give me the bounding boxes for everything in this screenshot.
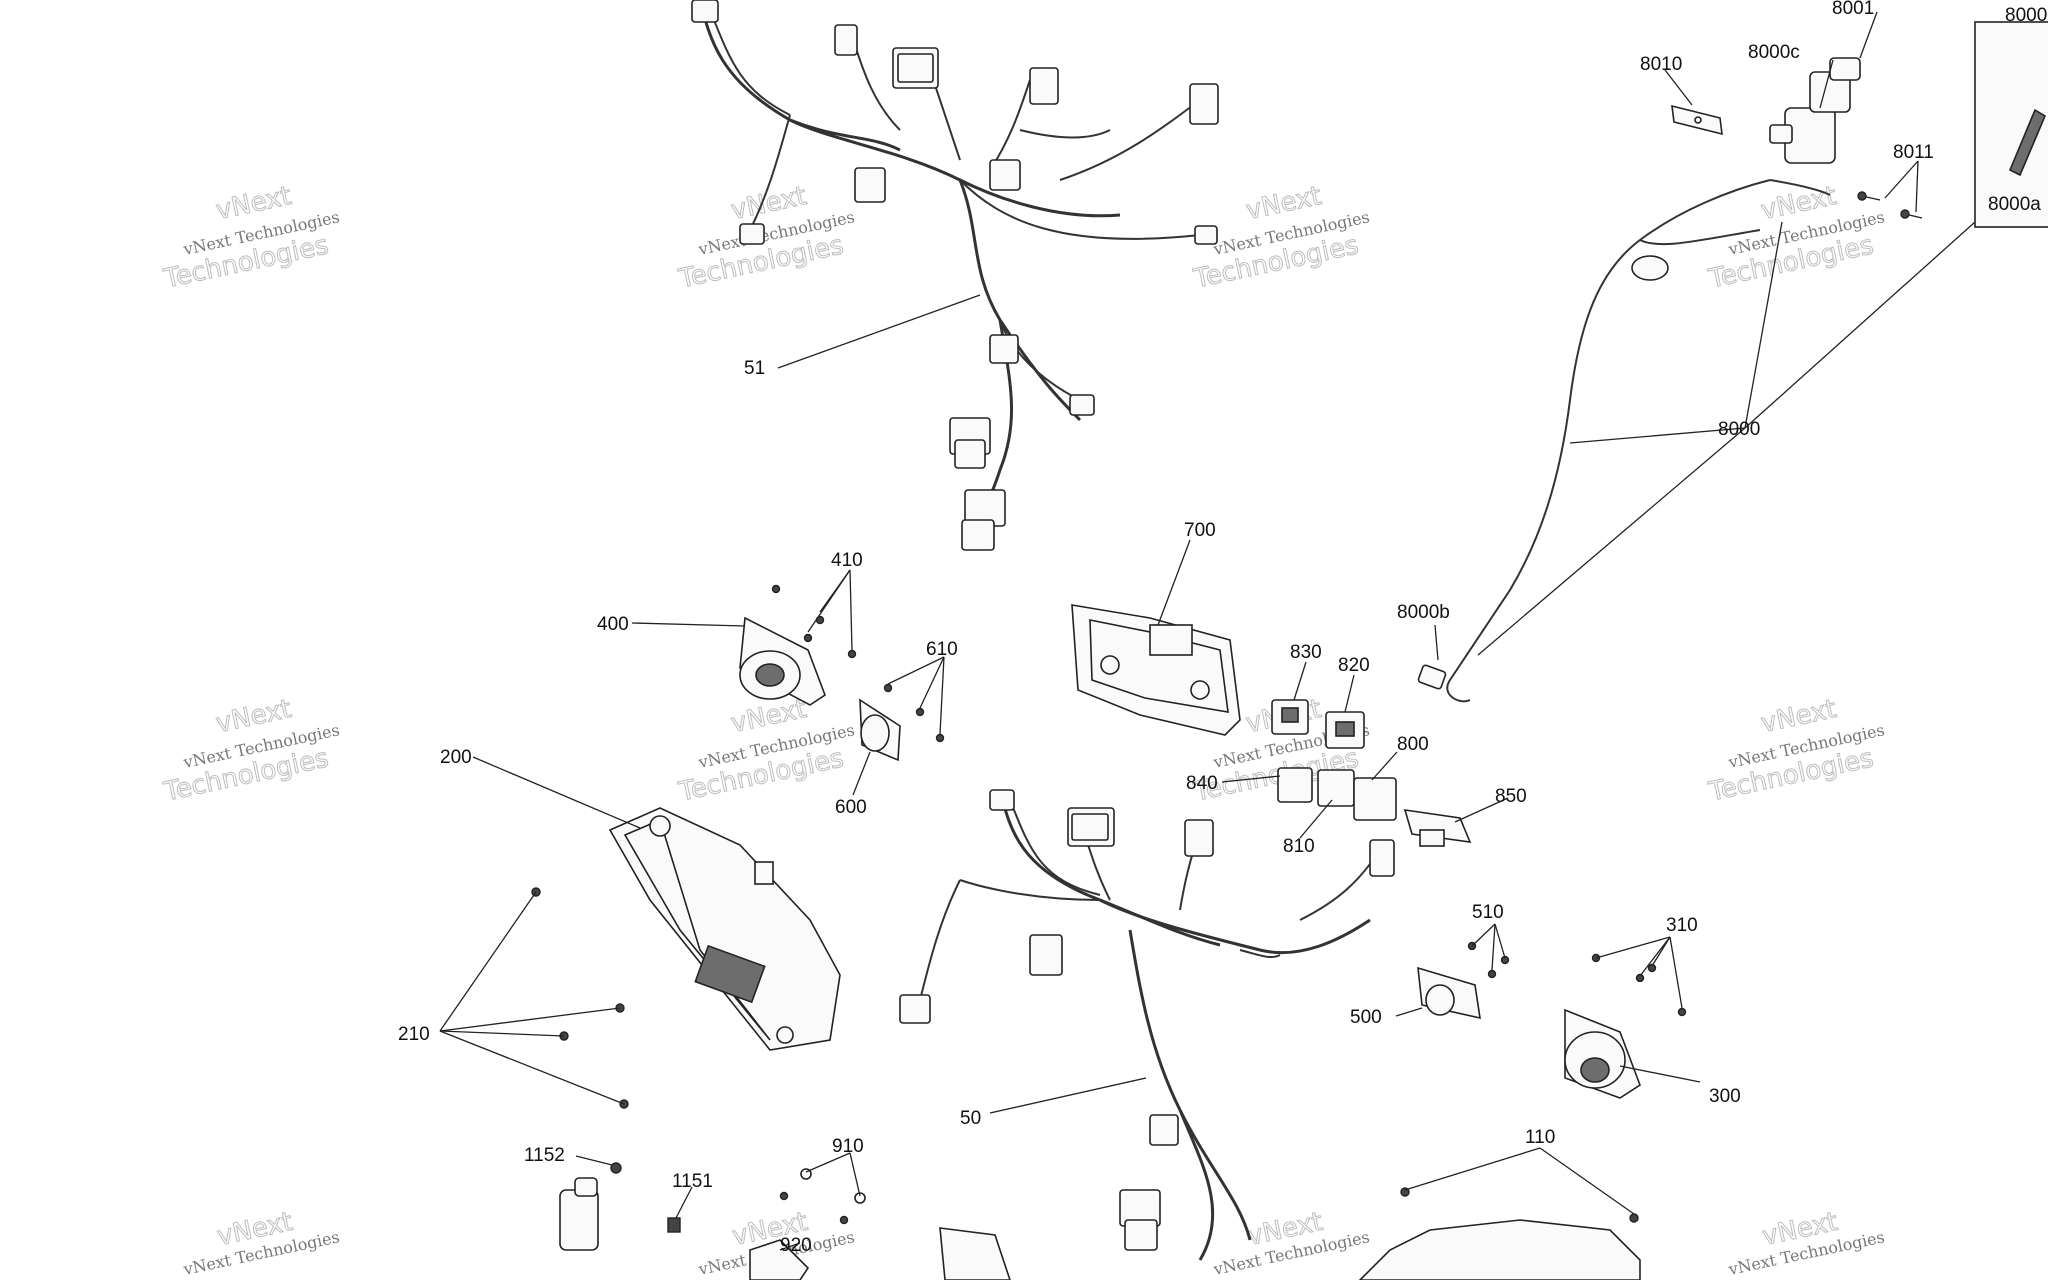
label-400[interactable]: 400 xyxy=(597,614,629,635)
part-600-tweeter-upper[interactable] xyxy=(859,698,901,762)
watermark: vNext vNext Technologies Technologies xyxy=(160,694,341,809)
label-8000[interactable]: 8000 xyxy=(1718,419,1760,440)
label-300[interactable]: 300 xyxy=(1709,1086,1741,1107)
watermark-group: vNext vNext Technologies Technologies vN… xyxy=(160,181,1886,1280)
part-1151-fastener[interactable] xyxy=(667,1217,681,1233)
label-820[interactable]: 820 xyxy=(1338,655,1370,676)
part-810-switch[interactable] xyxy=(1317,769,1355,807)
label-920[interactable]: 920 xyxy=(780,1235,812,1256)
part-200-display-housing[interactable] xyxy=(608,807,841,1051)
label-8010[interactable]: 8010 xyxy=(1640,54,1682,75)
watermark: vNext vNext Technologies xyxy=(181,1206,341,1279)
label-1151[interactable]: 1151 xyxy=(672,1171,713,1192)
watermark: vNext vNext Technologies Technologies xyxy=(160,181,341,296)
label-8011[interactable]: 8011 xyxy=(1893,142,1934,163)
part-920-bracket[interactable] xyxy=(749,1227,1011,1280)
part-8000a-key-box[interactable] xyxy=(1974,21,2048,228)
label-510[interactable]: 510 xyxy=(1472,902,1504,923)
part-800-switch[interactable] xyxy=(1353,777,1397,821)
part-610-screws[interactable] xyxy=(883,683,945,743)
label-700[interactable]: 700 xyxy=(1184,520,1216,541)
label-8000b[interactable]: 8000b xyxy=(1397,602,1450,623)
label-8001[interactable]: 8001 xyxy=(1832,0,1874,19)
part-labels: 51 8000 8000 8000a 8000b 8000c 8001 8010… xyxy=(398,0,2047,1256)
watermark: vNext vNext Technologies xyxy=(1726,1206,1886,1279)
watermark: vNext vNext Technologies xyxy=(1211,1206,1371,1279)
part-1152-connector[interactable] xyxy=(559,1162,622,1251)
label-840[interactable]: 840 xyxy=(1186,773,1218,794)
label-600[interactable]: 600 xyxy=(835,797,867,818)
label-500[interactable]: 500 xyxy=(1350,1007,1382,1028)
watermark: vNext vNext Technologies Technologies xyxy=(1705,694,1886,809)
leader-lines xyxy=(439,11,1976,1251)
part-820-switch[interactable] xyxy=(1325,711,1365,749)
label-830[interactable]: 830 xyxy=(1290,642,1322,663)
label-200[interactable]: 200 xyxy=(440,747,472,768)
part-8011-screws[interactable] xyxy=(1857,191,1923,219)
part-400-speaker-upper[interactable] xyxy=(739,616,826,706)
part-700-control-module[interactable] xyxy=(1071,604,1241,736)
label-800[interactable]: 800 xyxy=(1397,734,1429,755)
label-910[interactable]: 910 xyxy=(832,1136,864,1157)
watermark: vNext vNext Technologies Technologies xyxy=(675,694,856,809)
part-310-screws[interactable] xyxy=(1591,953,1687,1017)
watermark: vNext vNext Technologies Technologies xyxy=(1705,181,1886,296)
part-110-cover[interactable] xyxy=(1358,1187,1641,1280)
label-51[interactable]: 51 xyxy=(744,358,765,379)
part-910-washers[interactable] xyxy=(779,1168,866,1225)
part-300-speaker-lower[interactable] xyxy=(1564,1008,1641,1099)
part-850-switch-panel[interactable] xyxy=(1403,809,1472,847)
part-8010-bracket[interactable] xyxy=(1671,104,1723,136)
label-8000-top[interactable]: 8000 xyxy=(2005,5,2047,26)
label-410[interactable]: 410 xyxy=(831,550,863,571)
part-8000-ignition-harness[interactable] xyxy=(1446,57,1861,703)
label-8000a[interactable]: 8000a xyxy=(1988,194,2041,215)
part-50-wiring-harness-lower[interactable] xyxy=(899,789,1395,1261)
label-1152[interactable]: 1152 xyxy=(524,1145,565,1166)
part-8000b-connector[interactable] xyxy=(1417,664,1447,690)
label-210[interactable]: 210 xyxy=(398,1024,430,1045)
label-110[interactable]: 110 xyxy=(1525,1127,1555,1148)
part-500-tweeter-lower[interactable] xyxy=(1417,966,1481,1020)
label-850[interactable]: 850 xyxy=(1495,786,1527,807)
part-210-screws[interactable] xyxy=(531,887,629,1109)
label-810[interactable]: 810 xyxy=(1283,836,1315,857)
part-51-wiring-harness-upper[interactable] xyxy=(691,0,1219,551)
label-8000c[interactable]: 8000c xyxy=(1748,42,1800,63)
label-50[interactable]: 50 xyxy=(960,1108,981,1129)
part-830-switch[interactable] xyxy=(1271,699,1309,735)
label-610[interactable]: 610 xyxy=(926,639,958,660)
label-310[interactable]: 310 xyxy=(1666,915,1698,936)
part-840-switch[interactable] xyxy=(1277,767,1313,803)
